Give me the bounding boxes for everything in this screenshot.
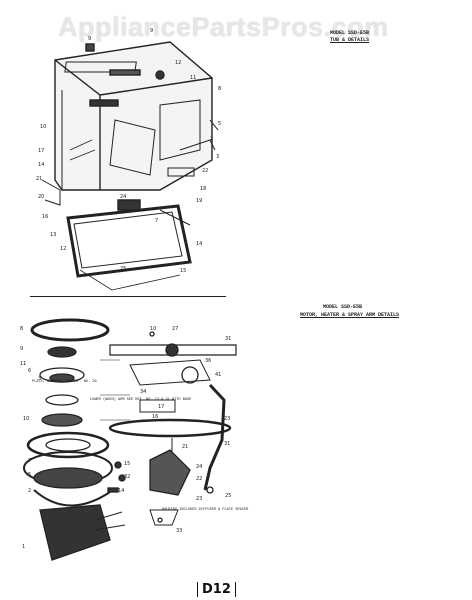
- lower-section-title: MOTOR, HEATER & SPRAY ARM DETAILS: [300, 312, 400, 318]
- svg-text:25: 25: [120, 266, 126, 272]
- svg-text:17: 17: [158, 404, 164, 410]
- svg-text:9: 9: [88, 36, 91, 42]
- svg-text:27: 27: [172, 326, 178, 332]
- svg-text:17: 17: [38, 148, 44, 154]
- upper-section-title: TUB & DETAILS: [330, 37, 370, 43]
- svg-text:10: 10: [40, 124, 46, 130]
- svg-text:31: 31: [225, 336, 231, 342]
- svg-text:36: 36: [205, 358, 211, 364]
- svg-text:24: 24: [120, 194, 126, 200]
- svg-text:3: 3: [38, 376, 41, 382]
- svg-text:22: 22: [196, 476, 202, 482]
- svg-text:32: 32: [124, 474, 130, 480]
- svg-text:18: 18: [200, 186, 206, 192]
- svg-text:16: 16: [152, 414, 158, 420]
- svg-text:7: 7: [28, 441, 31, 447]
- svg-text:25: 25: [225, 493, 231, 499]
- svg-text:16: 16: [42, 214, 48, 220]
- svg-text:12: 12: [60, 246, 66, 252]
- svg-text:2: 2: [28, 488, 31, 494]
- upper-model-caption: MODEL SSD-E5B: [330, 30, 370, 36]
- svg-text:2: 2: [210, 136, 213, 142]
- svg-text:41: 41: [215, 372, 221, 378]
- svg-text:14: 14: [118, 488, 124, 494]
- lower-model-caption: MODEL SSD-E5B: [323, 304, 363, 310]
- svg-text:8: 8: [20, 326, 23, 332]
- svg-text:3: 3: [216, 154, 219, 160]
- svg-text:33: 33: [176, 528, 182, 534]
- svg-text:24: 24: [196, 464, 202, 470]
- svg-text:6: 6: [28, 368, 31, 374]
- svg-text:23: 23: [196, 496, 202, 502]
- svg-text:31: 31: [224, 441, 230, 447]
- callout-housing: HOUSING INCLUDES DIFFUSER & PLATE SPACER: [162, 508, 249, 512]
- svg-text:9: 9: [150, 28, 153, 34]
- svg-text:20: 20: [38, 194, 44, 200]
- svg-text:21: 21: [36, 176, 42, 182]
- svg-text:15: 15: [180, 268, 186, 274]
- svg-text:14: 14: [196, 241, 202, 247]
- callout-lower-arm: LOWER (WASH) ARM SEE REF. NO. 13 & 31 WI…: [90, 397, 191, 402]
- svg-text:13: 13: [50, 232, 56, 238]
- svg-text:10: 10: [23, 416, 29, 422]
- svg-text:22: 22: [202, 168, 208, 174]
- svg-text:10: 10: [150, 326, 156, 332]
- svg-text:11: 11: [20, 361, 26, 367]
- callout-plate: PLATE, BEARING SEE REF. NO. 29: [32, 380, 97, 384]
- svg-text:7: 7: [28, 458, 31, 464]
- svg-text:5: 5: [28, 472, 31, 478]
- svg-text:9: 9: [20, 346, 23, 352]
- svg-text:5: 5: [218, 121, 221, 127]
- svg-text:1: 1: [22, 544, 25, 550]
- svg-text:11: 11: [190, 75, 196, 81]
- svg-text:21: 21: [182, 444, 188, 450]
- svg-text:15: 15: [124, 461, 130, 467]
- svg-text:12: 12: [175, 60, 181, 66]
- page-number: D12: [197, 582, 236, 597]
- svg-text:7: 7: [155, 218, 158, 224]
- svg-text:8: 8: [218, 86, 221, 92]
- svg-text:19: 19: [196, 198, 202, 204]
- section-divider: [30, 296, 226, 297]
- svg-text:14: 14: [38, 162, 44, 168]
- watermark: AppliancePartsPros.com: [58, 12, 389, 42]
- svg-text:23: 23: [224, 416, 230, 422]
- svg-text:34: 34: [140, 389, 146, 395]
